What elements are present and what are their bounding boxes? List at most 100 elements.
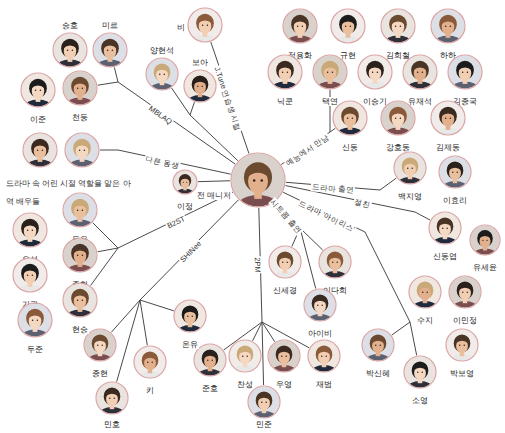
portrait-photo <box>188 8 222 49</box>
eye <box>152 362 153 363</box>
eye <box>350 26 352 28</box>
relation-line <box>98 82 118 85</box>
relation-line <box>392 322 410 335</box>
hair-fringe <box>317 346 331 354</box>
eye <box>375 345 376 346</box>
branch-lines <box>91 42 430 385</box>
hair-back <box>202 349 219 367</box>
hair-fringe <box>23 265 38 274</box>
hair-back <box>101 39 119 58</box>
eye <box>462 72 464 74</box>
eye <box>462 292 463 293</box>
person-name: 박보영 <box>449 369 475 378</box>
portrait-ring <box>283 9 317 43</box>
portrait <box>21 73 55 107</box>
hair-back <box>21 264 39 283</box>
portrait <box>63 193 97 227</box>
name-caption: 김제동 <box>435 136 461 154</box>
portrait-group <box>173 170 197 199</box>
eye <box>372 72 374 74</box>
eye <box>212 360 213 361</box>
portrait-photo <box>23 133 57 174</box>
portrait <box>448 55 482 89</box>
eye <box>77 255 79 257</box>
eye <box>35 90 37 92</box>
relation-line <box>415 212 430 220</box>
portrait <box>304 289 336 321</box>
eye <box>445 26 447 28</box>
portrait-photo <box>470 225 500 261</box>
portrait-photo <box>13 258 47 299</box>
person-circle: 신동 <box>333 101 367 135</box>
relation-label: 전 매니저 <box>196 184 232 202</box>
person-name: 박신혜 <box>365 369 391 378</box>
name-caption: 찬성 <box>236 373 254 391</box>
person-circle: 이다희 <box>319 246 351 278</box>
portrait <box>53 33 87 67</box>
portrait <box>93 33 127 67</box>
hair-fringe <box>198 15 213 24</box>
hair-fringe <box>413 62 428 71</box>
hair-fringe <box>391 16 406 25</box>
hair-fringe <box>28 310 43 319</box>
person-name: 종현 <box>91 369 109 378</box>
name-caption: 키 <box>145 379 155 397</box>
portrait-ring <box>431 9 465 43</box>
portrait <box>63 283 97 317</box>
photo-ground <box>333 101 367 135</box>
hair-fringe <box>75 140 90 149</box>
hair-fringe <box>371 335 385 343</box>
portrait-photo <box>333 101 367 142</box>
relation-line <box>93 223 118 248</box>
portrait-photo <box>184 70 216 108</box>
portrait-photo <box>381 101 415 142</box>
person-circle: 규현 <box>331 9 365 43</box>
name-caption: 종현 <box>91 362 109 380</box>
photo-ground <box>65 133 99 167</box>
person-name: 재범 <box>315 380 333 389</box>
portrait-ring <box>269 246 301 278</box>
hair-fringe <box>143 352 157 360</box>
name-caption: 강호동 <box>385 136 411 154</box>
portrait-group <box>308 340 340 378</box>
eye <box>422 72 424 74</box>
portrait-group <box>358 55 392 96</box>
person-circle: 민준 <box>248 386 280 418</box>
person-name: 이효리 <box>442 196 468 205</box>
portrait-group <box>269 246 301 284</box>
person-name: 찬성 <box>236 380 254 389</box>
portrait <box>362 329 394 361</box>
eye <box>337 262 338 263</box>
eye <box>159 74 160 75</box>
eye <box>287 72 289 74</box>
portrait <box>381 9 415 43</box>
hair-back <box>366 61 384 80</box>
eye <box>37 150 39 152</box>
relation-label: MBLAQ <box>146 98 179 129</box>
name-caption: 이준 <box>29 108 47 126</box>
person-name: 신동 <box>341 143 359 152</box>
portrait-ring <box>470 225 500 255</box>
portrait <box>63 71 97 105</box>
eye <box>422 292 423 293</box>
portrait-group <box>146 58 178 96</box>
hair-fringe <box>31 80 46 89</box>
name-caption: 백지영 <box>397 185 423 203</box>
portrait-photo <box>446 329 478 367</box>
photo-ground <box>394 152 426 184</box>
relation-text: B2ST <box>165 214 188 231</box>
portrait-photo <box>63 71 97 112</box>
person-circle: 준형 <box>63 238 97 272</box>
name-caption: 수지 <box>416 309 434 327</box>
hair-fringe <box>73 245 88 254</box>
hair-fringe <box>73 290 88 299</box>
hair-fringe <box>418 282 432 290</box>
portrait <box>283 9 317 43</box>
portrait-group <box>331 9 365 50</box>
portrait-group <box>313 55 347 96</box>
hair-fringe <box>458 62 473 71</box>
eye <box>380 345 381 346</box>
relation-line <box>410 322 417 355</box>
portrait-ring <box>319 246 351 278</box>
